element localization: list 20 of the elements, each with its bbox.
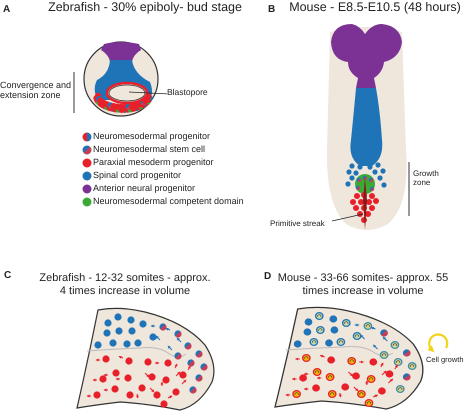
zone-label: Growth zone [413,169,440,188]
legend-label: Neuromesodermal competent domain [93,196,244,206]
panel-letter: C [4,270,12,282]
panel-title: Mouse - 33-66 somites- approx. 55 times increase in volume [276,272,450,298]
panel-letter: A [3,4,12,16]
zone-label: Convergence and extension zone [0,80,72,101]
legend-label: Neuromesodermal progenitor [93,131,210,142]
legend-label: Neuromesodermal stem cell [93,144,206,154]
legend-label: Spinal cord progenitor [93,170,182,180]
leader-line [128,92,168,94]
callout-label: Blastopore [167,88,215,98]
leader-line [332,214,364,222]
legend-label: Paraxial mesoderm progenitor [93,157,214,168]
panel-letter: D [264,271,272,282]
legend-label: Anterior neural progenitor [93,183,196,194]
panel-title: Zebrafish - 30% epiboly- bud stage [47,0,243,14]
panel-title: Mouse - E8.5-E10.5 (48 hours) [288,0,462,14]
callout-label: Primitive streak [270,219,340,228]
panel-title: Zebrafish - 12-32 somites - approx. 4 times increase in volume [38,272,212,298]
panel-letter: B [268,4,276,16]
